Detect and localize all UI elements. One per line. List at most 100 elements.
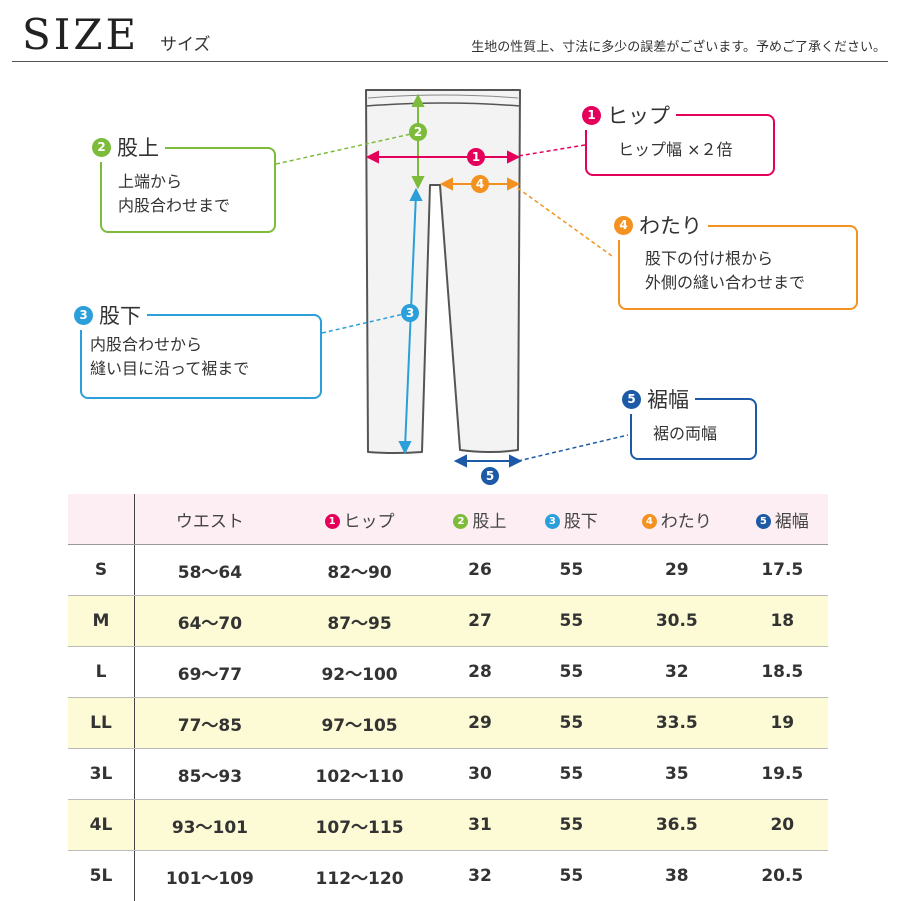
- cell-hip: 97〜105: [285, 698, 434, 749]
- cell-size: M: [68, 596, 135, 647]
- hem-number-badge: 5: [622, 390, 641, 409]
- cell-inseam: 55: [526, 647, 617, 698]
- rise-description: 上端から 内股合わせまで: [118, 170, 230, 218]
- rise-line-2: 内股合わせまで: [118, 194, 230, 218]
- rise-title: 股上: [117, 132, 159, 162]
- hem-callout-title: 5 裾幅: [618, 384, 695, 414]
- cell-hip: 82〜90: [285, 545, 434, 596]
- cell-waist: 77〜85: [135, 698, 285, 749]
- cell-size: L: [68, 647, 135, 698]
- inseam-number-badge: 3: [74, 306, 93, 325]
- hip-number-badge: 1: [582, 106, 601, 125]
- cell-thigh: 35: [617, 749, 737, 800]
- table-row: S 58〜64 82〜90 26 55 29 17.5: [68, 545, 828, 596]
- marker-hem: 5: [481, 467, 499, 485]
- cell-inseam: 55: [526, 545, 617, 596]
- svg-text:4: 4: [476, 177, 484, 191]
- cell-waist: 69〜77: [135, 647, 285, 698]
- cell-waist: 93〜101: [135, 800, 285, 851]
- hem-connector: [518, 435, 628, 461]
- hip-line-1: ヒップ幅 ×２倍: [618, 138, 733, 162]
- table-row: 5L 101〜109 112〜120 32 55 38 20.5: [68, 851, 828, 901]
- table-row: 3L 85〜93 102〜110 30 55 35 19.5: [68, 749, 828, 800]
- header-waist: ウエスト: [135, 494, 285, 545]
- inseam-title: 股下: [99, 300, 141, 330]
- hip-title: ヒップ: [607, 100, 670, 130]
- cell-hip: 92〜100: [285, 647, 434, 698]
- cell-hem: 19: [737, 698, 828, 749]
- cell-hip: 87〜95: [285, 596, 434, 647]
- cell-waist: 64〜70: [135, 596, 285, 647]
- header-thigh-label: わたり: [661, 512, 712, 532]
- table-row: 4L 93〜101 107〜115 31 55 36.5 20: [68, 800, 828, 851]
- cell-size: 3L: [68, 749, 135, 800]
- thigh-description: 股下の付け根から 外側の縫い合わせまで: [645, 247, 805, 295]
- hip-description: ヒップ幅 ×２倍: [618, 138, 733, 162]
- hem-description: 裾の両幅: [653, 422, 717, 446]
- header-thigh: 4 わたり: [617, 494, 737, 545]
- cell-inseam: 55: [526, 851, 617, 901]
- cell-thigh: 32: [617, 647, 737, 698]
- rise-line-1: 上端から: [118, 170, 230, 194]
- cell-inseam: 55: [526, 596, 617, 647]
- rise-callout-title: 2 股上: [88, 132, 165, 162]
- hip-header-badge: 1: [325, 514, 340, 529]
- cell-rise: 29: [434, 698, 525, 749]
- table-row: M 64〜70 87〜95 27 55 30.5 18: [68, 596, 828, 647]
- header-hem-label: 裾幅: [775, 512, 809, 532]
- cell-thigh: 30.5: [617, 596, 737, 647]
- cell-rise: 32: [434, 851, 525, 901]
- thigh-header-badge: 4: [642, 514, 657, 529]
- header-inseam-label: 股下: [564, 512, 598, 532]
- rise-number-badge: 2: [92, 138, 111, 157]
- cell-inseam: 55: [526, 698, 617, 749]
- svg-text:5: 5: [486, 469, 494, 483]
- hip-connector: [512, 145, 585, 157]
- cell-thigh: 36.5: [617, 800, 737, 851]
- table-row: L 69〜77 92〜100 28 55 32 18.5: [68, 647, 828, 698]
- marker-hip: 1: [467, 148, 485, 166]
- svg-text:1: 1: [472, 150, 480, 164]
- inseam-line-2: 縫い目に沿って裾まで: [90, 357, 249, 381]
- inseam-line-1: 内股合わせから: [90, 333, 249, 357]
- cell-size: S: [68, 545, 135, 596]
- cell-rise: 28: [434, 647, 525, 698]
- cell-hem: 17.5: [737, 545, 828, 596]
- cell-hem: 19.5: [737, 749, 828, 800]
- marker-thigh: 4: [471, 175, 489, 193]
- header-waist-label: ウエスト: [176, 512, 244, 532]
- cell-hem: 20.5: [737, 851, 828, 901]
- hip-callout-title: 1 ヒップ: [578, 100, 676, 130]
- marker-inseam: 3: [401, 304, 419, 322]
- cell-size: 4L: [68, 800, 135, 851]
- cell-hip: 102〜110: [285, 749, 434, 800]
- cell-hem: 18: [737, 596, 828, 647]
- inseam-description: 内股合わせから 縫い目に沿って裾まで: [90, 333, 249, 381]
- cell-rise: 27: [434, 596, 525, 647]
- cell-rise: 30: [434, 749, 525, 800]
- inseam-callout-title: 3 股下: [70, 300, 147, 330]
- thigh-title: わたり: [639, 210, 702, 240]
- cell-hem: 18.5: [737, 647, 828, 698]
- cell-inseam: 55: [526, 749, 617, 800]
- cell-rise: 31: [434, 800, 525, 851]
- cell-waist: 85〜93: [135, 749, 285, 800]
- inseam-header-badge: 3: [545, 514, 560, 529]
- cell-hem: 20: [737, 800, 828, 851]
- cell-size: LL: [68, 698, 135, 749]
- cell-hip: 107〜115: [285, 800, 434, 851]
- hem-title: 裾幅: [647, 384, 689, 414]
- svg-text:2: 2: [414, 125, 422, 139]
- thigh-connector: [512, 184, 612, 256]
- rise-header-badge: 2: [453, 514, 468, 529]
- thigh-line-1: 股下の付け根から: [645, 247, 805, 271]
- cell-waist: 58〜64: [135, 545, 285, 596]
- header-size: [68, 494, 135, 545]
- thigh-line-2: 外側の縫い合わせまで: [645, 271, 805, 295]
- cell-waist: 101〜109: [135, 851, 285, 901]
- thigh-callout-title: 4 わたり: [610, 210, 708, 240]
